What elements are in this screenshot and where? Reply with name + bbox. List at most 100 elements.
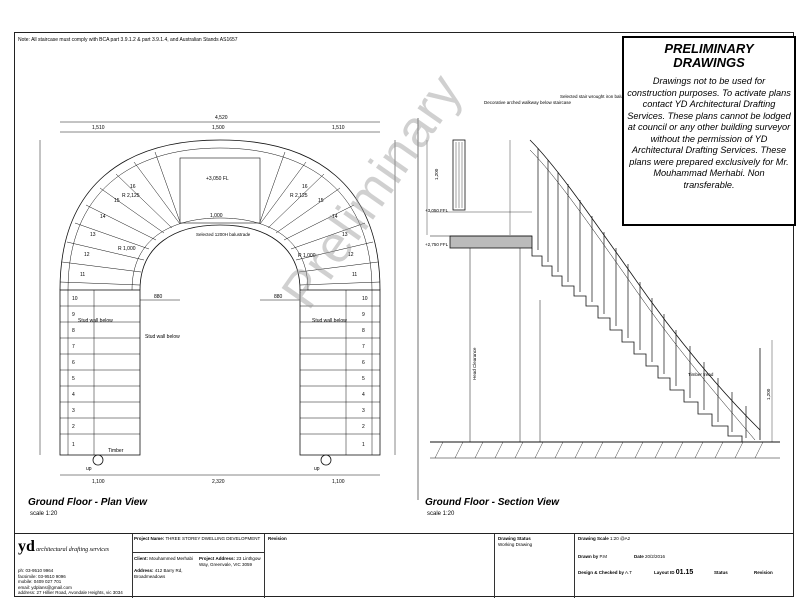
dim-880-left: 880	[154, 294, 163, 300]
step-number: 15	[114, 198, 120, 204]
inner-arch-outer-line	[131, 217, 309, 291]
step-number: 2	[362, 424, 365, 430]
step-number: 5	[72, 376, 75, 382]
revision-value-cell: Revision	[754, 570, 773, 575]
client-cell: Client: Mouhammed Merhabi	[134, 556, 194, 561]
right-up-marker	[320, 454, 332, 466]
layout-id: 01.15	[675, 569, 694, 576]
step-number: 14	[100, 214, 106, 220]
step-number: 8	[362, 328, 365, 334]
dim-overall-label: 4,520	[215, 115, 228, 121]
balusters	[537, 148, 747, 438]
project-address: 23 Linthgow Way, Greenvale, VIC 3059	[199, 556, 261, 567]
preliminary-title: PRELIMINARY	[664, 41, 754, 56]
step-number: 7	[72, 344, 75, 350]
drawing-scale: 1:20	[610, 536, 619, 541]
right-curve-treads	[259, 151, 381, 286]
contact-line: mobile: 0409 027 701	[18, 579, 62, 584]
radius-label-3: R 2,125	[290, 193, 308, 199]
right-curve-step-numbers: 11 12 13 14 15 16	[302, 184, 357, 278]
right-flight	[299, 289, 381, 456]
step-number: 6	[72, 360, 75, 366]
project-name: THREE STOREY DWELLING DEVELOPMENT	[165, 536, 261, 541]
timber-label: Timber	[108, 448, 124, 454]
contact-line: address: 27 Hillier Road, Avondale Heigh…	[18, 590, 123, 595]
head-clearance-label: Head Clearance	[472, 347, 477, 380]
contact-line: ph: 03-9510 9964	[18, 568, 54, 573]
inner-arch	[139, 224, 301, 291]
date-cell: Date 20/2/2016	[634, 554, 666, 559]
radius-label-4: R 1,000	[298, 253, 316, 259]
step-number: 9	[72, 312, 75, 318]
up-label-right: up	[314, 466, 320, 472]
compliance-note: Note: All staircase must comply with BCA…	[18, 37, 238, 43]
upper-balustrade	[452, 139, 466, 211]
step-number: 1	[362, 442, 365, 448]
level-label: +3,050 FL	[206, 176, 229, 182]
up-label-left: up	[86, 466, 92, 472]
paper-size: @A2	[620, 536, 631, 541]
ground-hatch	[434, 441, 764, 459]
step-number: 12	[348, 252, 354, 258]
dim-bottom-right: 1,100	[332, 479, 345, 485]
project-name-cell: Project Name: THREE STOREY DWELLING DEVE…	[134, 536, 261, 541]
left-step-numbers: 10 9 8 7 6 5 4 3 2 1	[72, 296, 78, 448]
dim-1200-lower: 1,200	[766, 388, 771, 400]
drawing-status-cell: Drawing Status Working Drawing	[498, 536, 533, 547]
dim-1200-upper: 1,200	[434, 168, 439, 180]
step-number: 11	[352, 272, 357, 278]
drawing-scale-cell: Drawing Scale 1:20 @A2	[578, 536, 631, 541]
drawn-by-cell: Drawn by P.M	[578, 554, 607, 559]
status-cell: Status	[714, 570, 728, 575]
drawing-frame	[14, 32, 794, 597]
plan-view-scale: scale 1:20	[30, 511, 58, 517]
client-name: Mouhammed Merhabi	[149, 556, 194, 561]
landing-rect	[179, 157, 261, 224]
left-flight-treads	[60, 305, 140, 435]
dim-880-right: 880	[274, 294, 283, 300]
drawn-by: P.M	[599, 554, 607, 559]
revision-cell: Revision	[268, 536, 287, 541]
landing-slab	[449, 235, 533, 249]
step-number: 10	[72, 296, 78, 302]
stair-steps	[531, 248, 743, 442]
landing-balustrade-label: Selected 1200H balustrade	[196, 232, 251, 237]
step-number: 13	[90, 232, 96, 238]
section-view-title: Ground Floor - Section View	[425, 497, 560, 508]
step-number: 16	[302, 184, 308, 190]
left-curve-step-numbers: 11 12 13 14 15 16	[80, 184, 136, 278]
section-note-arched: Decorative arched walkway below staircas…	[484, 100, 572, 105]
landing-dim: 1,000	[210, 213, 223, 219]
dim-right-label: 1,510	[332, 125, 345, 131]
step-number: 8	[72, 328, 75, 334]
step-number: 14	[332, 214, 338, 220]
contact-line: email: ydplans@gmail.com	[18, 584, 72, 590]
section-view-scale: scale 1:20	[427, 511, 455, 517]
step-number: 3	[362, 408, 365, 414]
dim-middle-label: 1,500	[212, 125, 225, 131]
stud-wall-left-1: Stud wall below	[78, 318, 113, 324]
design-checked: A.T	[625, 570, 633, 575]
step-number: 7	[362, 344, 365, 350]
stud-wall-right-1: Stud wall below	[312, 318, 347, 324]
ffl-upper-label: +3,050 FFL	[425, 208, 449, 213]
step-number: 2	[72, 424, 75, 430]
step-number: 10	[362, 296, 368, 302]
logo-text: yd	[18, 538, 35, 555]
date: 20/2/2016	[645, 554, 666, 559]
left-curve-treads	[59, 151, 181, 286]
step-number: 4	[362, 392, 365, 398]
project-address-cell: Project Address: 23 Linthgow Way, Greenv…	[199, 556, 261, 567]
plan-view-title: Ground Floor - Plan View	[28, 497, 148, 508]
dim-left-label: 1,510	[92, 125, 105, 131]
company-contact: ph: 03-9510 9964 facsimile: 03-9510 9096…	[18, 568, 128, 596]
step-number: 16	[130, 184, 136, 190]
step-number: 5	[362, 376, 365, 382]
drawing-status: Working Drawing	[498, 541, 533, 547]
logo-subtitle: architectural drafting services	[36, 547, 109, 553]
right-flight-treads	[300, 305, 380, 435]
step-number: 13	[342, 232, 348, 238]
radius-label-2: R 1,000	[118, 246, 136, 252]
